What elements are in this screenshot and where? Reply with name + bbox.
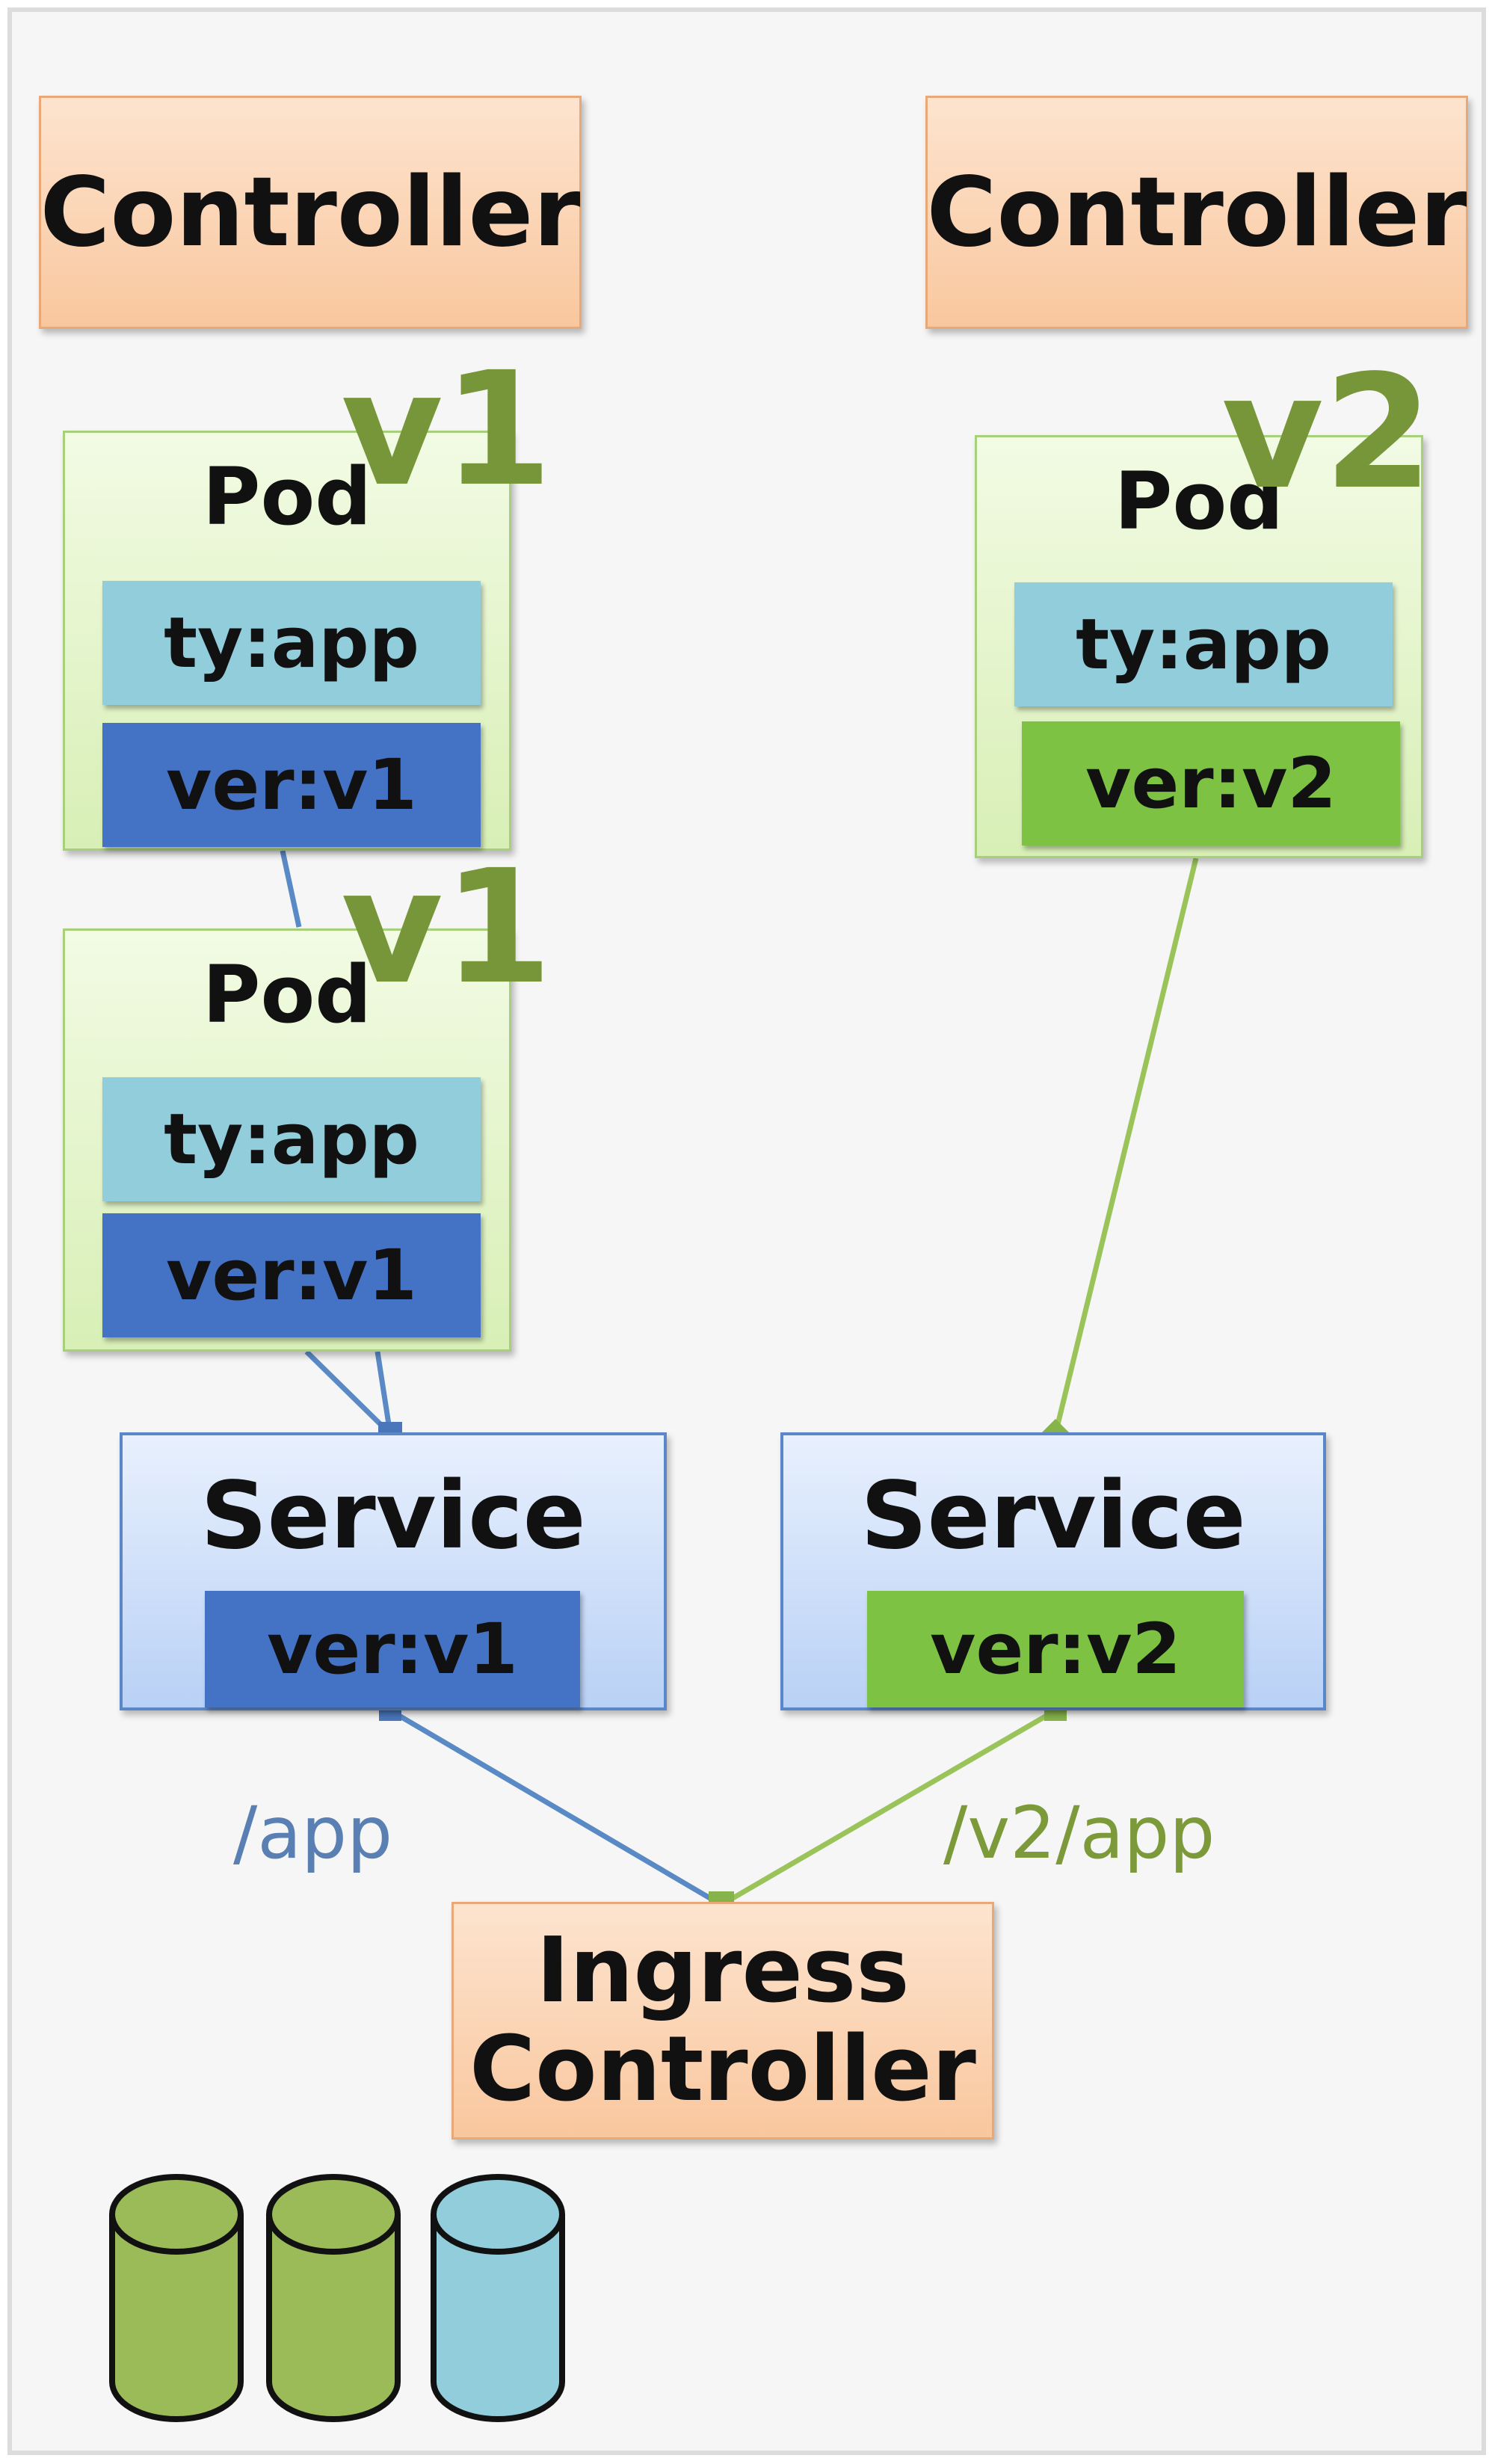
controller-left: Controller <box>39 96 582 329</box>
pod-3: Pod ty:app ver:v2 <box>975 435 1423 858</box>
service-v1-title: Service <box>200 1462 586 1570</box>
pod-3-title: Pod <box>1114 455 1284 547</box>
pod-1-title: Pod <box>202 451 372 543</box>
pod-2: Pod ty:app ver:v1 <box>63 928 511 1352</box>
pod2-to-service1-line-a <box>304 1349 392 1436</box>
controller-left-label: Controller <box>40 156 581 268</box>
pod-2-version-label: ver:v1 <box>102 1213 481 1337</box>
service-v2: Service ver:v2 <box>780 1432 1326 1710</box>
pod3-to-service2-line <box>1052 857 1199 1435</box>
ingress-controller: Ingress Controller <box>451 1902 994 2140</box>
controller-right: Controller <box>925 96 1468 329</box>
pod-2-title: Pod <box>202 949 372 1041</box>
ingress-controller-line1: Ingress <box>536 1919 910 2023</box>
service-v1-selector-label: ver:v1 <box>205 1591 580 1707</box>
pod-1: Pod ty:app ver:v1 <box>63 431 511 851</box>
pod-1-type-label: ty:app <box>102 581 481 705</box>
pod-3-version-tag: v2 <box>1221 341 1434 524</box>
pod-3-type-label: ty:app <box>1014 582 1393 706</box>
pod-1-version-label: ver:v1 <box>102 723 481 847</box>
ingress-controller-line2: Controller <box>469 2018 976 2122</box>
pod2-to-service1-line-b <box>374 1351 393 1435</box>
service-v2-title: Service <box>860 1462 1246 1570</box>
pod-1-version-tag: v1 <box>341 338 553 521</box>
controller-right-label: Controller <box>926 156 1467 268</box>
service-v1: Service ver:v1 <box>120 1432 667 1710</box>
route-label-app: /app <box>233 1791 393 1875</box>
route-label-v2-app: /v2/app <box>943 1791 1215 1875</box>
service2-to-ingress-line <box>720 1707 1057 1908</box>
service-v2-selector-label: ver:v2 <box>867 1591 1244 1707</box>
service1-to-ingress-line <box>389 1707 723 1908</box>
pod-2-version-tag: v1 <box>341 836 553 1019</box>
pod1-to-pod2-line <box>280 850 302 928</box>
pod-3-version-label: ver:v2 <box>1022 721 1400 846</box>
pod-2-type-label: ty:app <box>102 1077 481 1201</box>
